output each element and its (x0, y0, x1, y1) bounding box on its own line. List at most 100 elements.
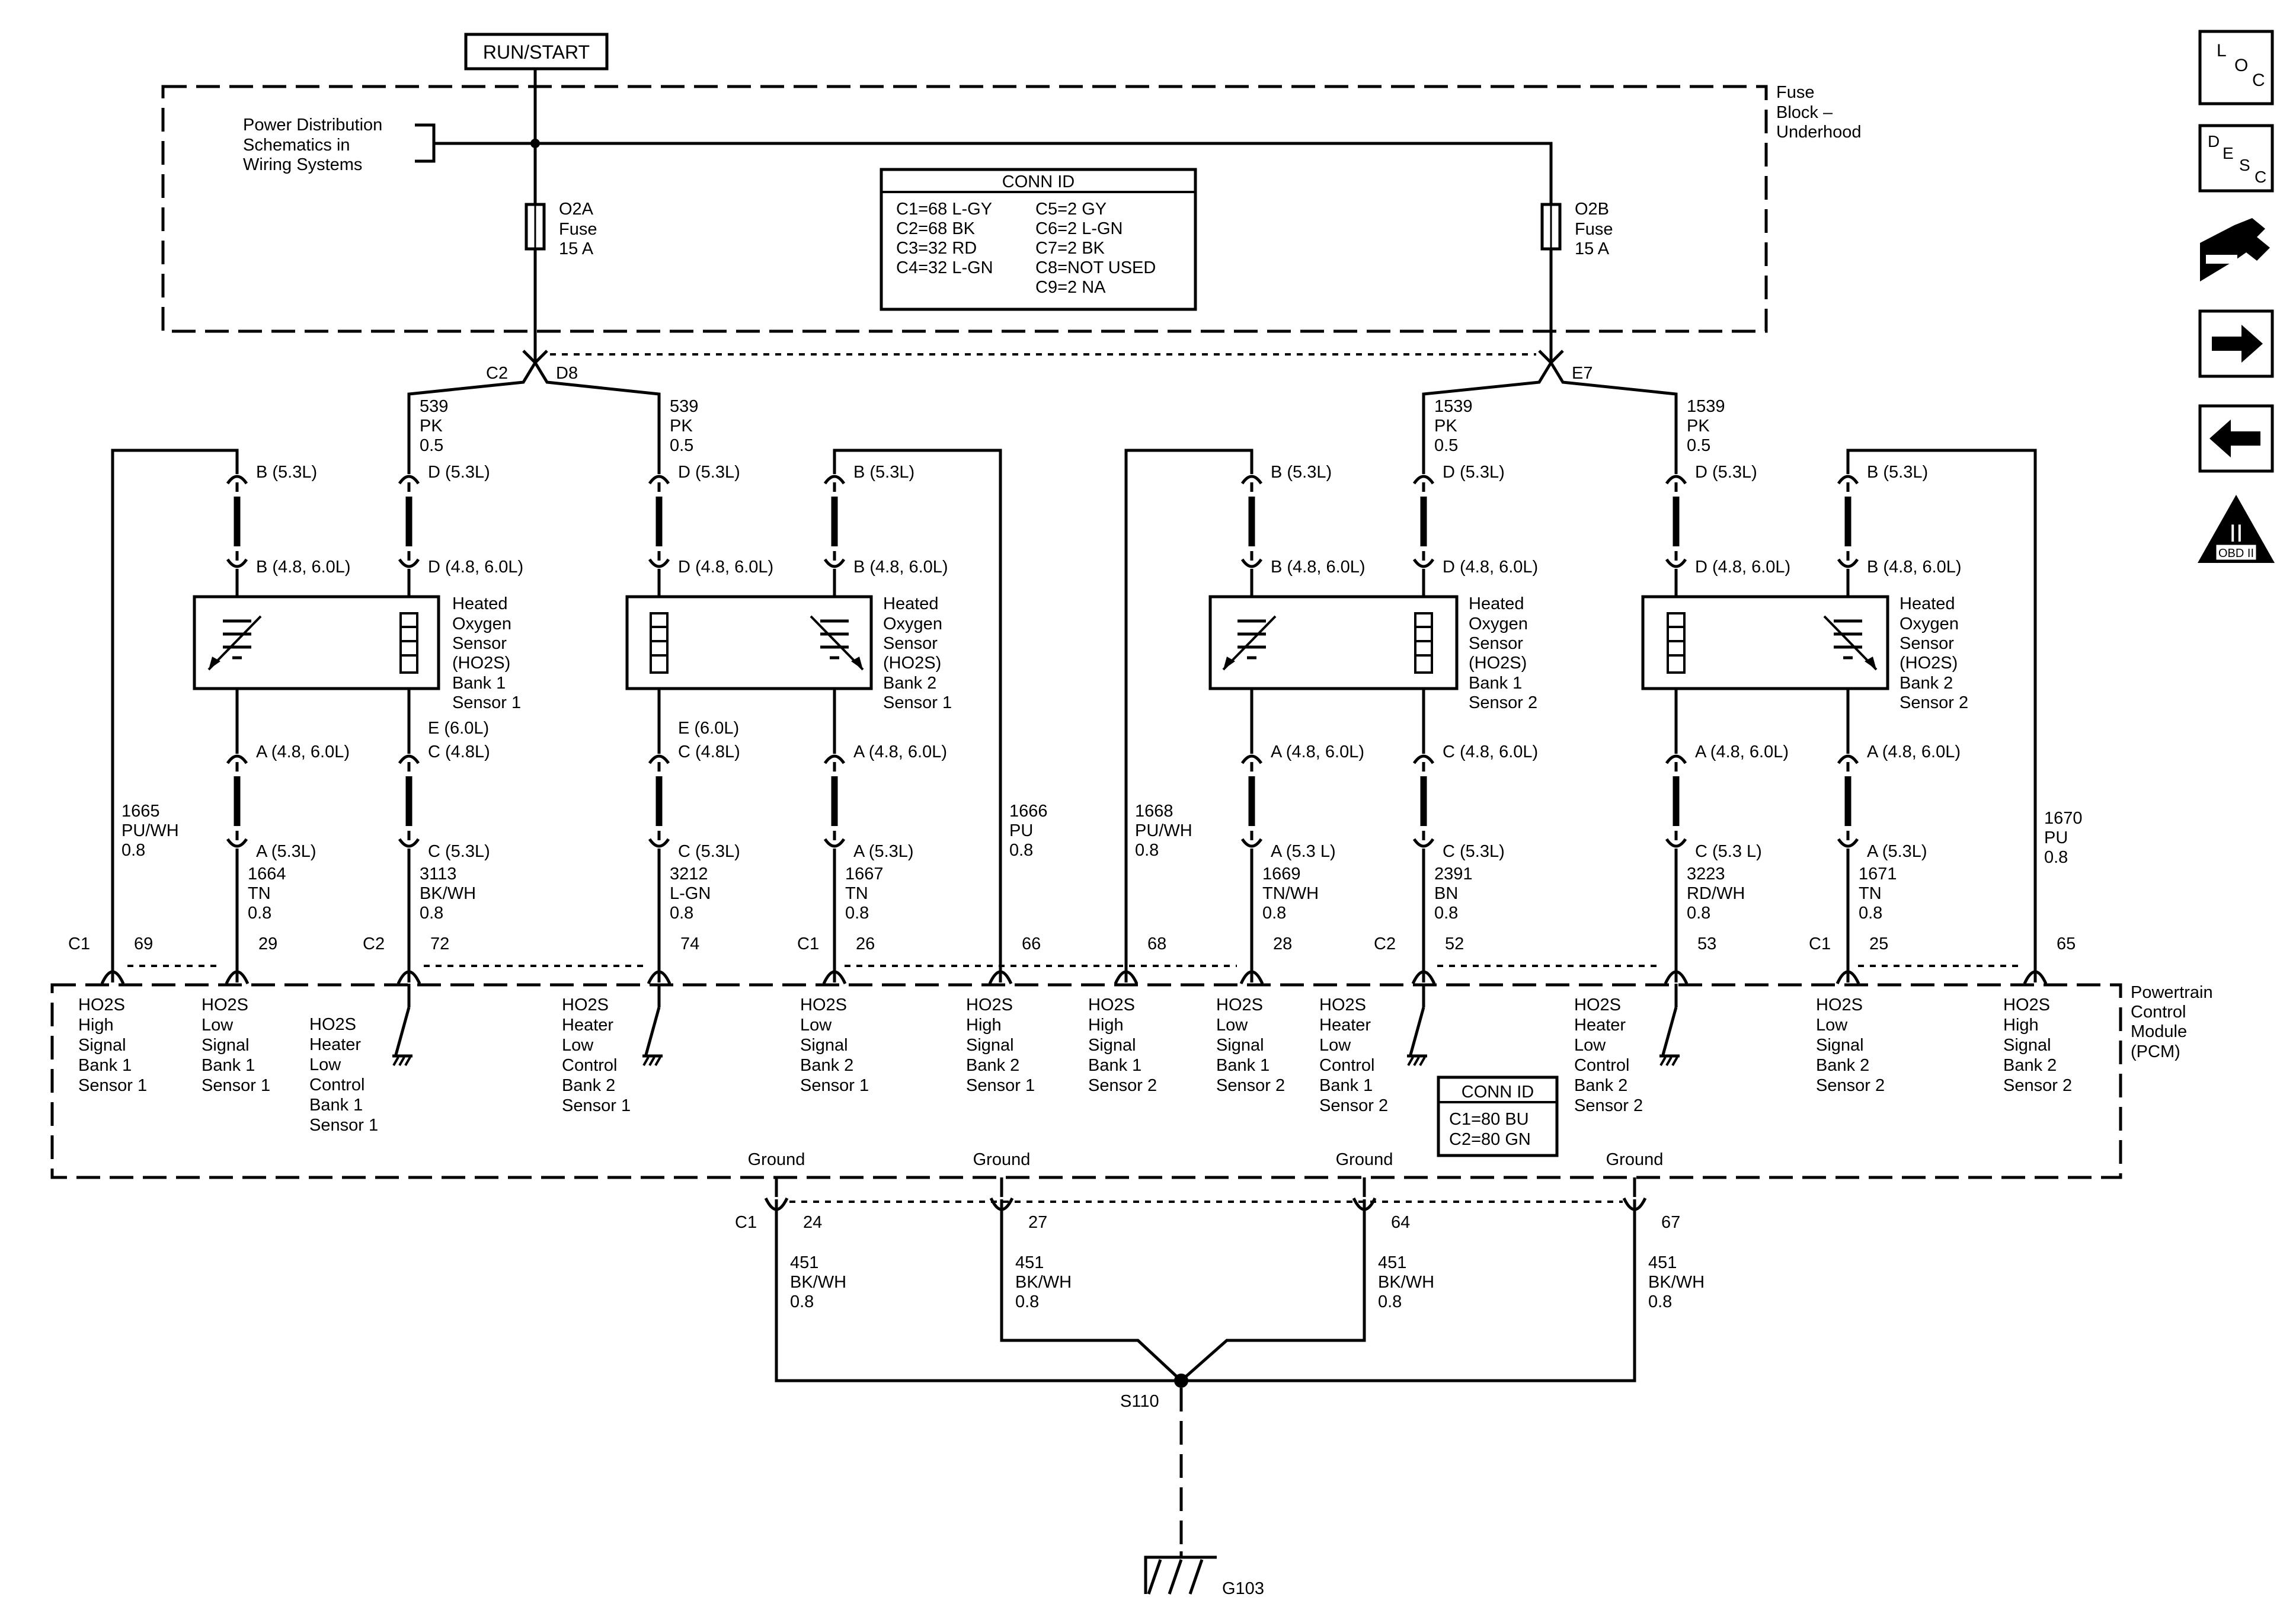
pcm-title: Powertrain Control Module (PCM) (2131, 983, 2213, 1061)
pcm-function-p52: Low (1319, 1036, 1351, 1055)
pcm-function-p53: Bank 2 (1574, 1076, 1627, 1095)
pcm-function-p26: Low (800, 1016, 832, 1035)
conn-id-fuse-block: CONN ID C1=68 L-GY C2=68 BK C3=32 RD C4=… (880, 168, 1197, 311)
svg-text:C2: C2 (363, 934, 385, 953)
pos-label-sensor-top: D (4.8, 6.0L) (1443, 558, 1538, 577)
svg-text:TN: TN (248, 884, 271, 903)
pcm-function-p25: Low (1816, 1016, 1848, 1035)
connector-cavity-top (1412, 754, 1435, 764)
svg-text:539: 539 (420, 397, 448, 416)
connector-harness-icon[interactable] (2200, 218, 2270, 281)
svg-text:1664: 1664 (248, 865, 286, 884)
pcm-function-p25: Signal (1816, 1036, 1864, 1055)
sensor-box-bank1-sensor2: Heated Oxygen Sensor (HO2S) Bank 1 Senso… (1208, 594, 1537, 712)
svg-text:451: 451 (790, 1253, 818, 1272)
svg-text:0.8: 0.8 (1648, 1292, 1672, 1311)
pcm-function-p66: Sensor 1 (966, 1076, 1035, 1095)
driver-switch (644, 1007, 661, 1055)
heater-element (1667, 612, 1686, 674)
connector-cavity-top (1665, 475, 1687, 485)
sensor-box-bank2-sensor2: Heated Oxygen Sensor (HO2S) Bank 2 Senso… (1641, 594, 1968, 712)
svg-text:Sensor 1: Sensor 1 (452, 693, 521, 712)
svg-text:PU/WH: PU/WH (1135, 821, 1192, 840)
variable-arrow-head (1865, 657, 1876, 670)
svg-text:1668: 1668 (1135, 802, 1173, 821)
connector-cavity-bottom (648, 838, 670, 848)
svg-text:E: E (2223, 144, 2234, 162)
pos-label-sensor-bottom: C (4.8L) (678, 742, 740, 761)
driver-switch (1661, 1007, 1678, 1055)
pos-label-sensor-bottom: A (4.8, 6.0L) (256, 742, 350, 761)
pcm-function-p53: Heater (1574, 1016, 1626, 1035)
pcm-function-p29: Signal (202, 1036, 250, 1055)
pos-label-pcm: A (5.3L) (853, 842, 914, 861)
pcm-function-p68: Bank 1 (1088, 1056, 1141, 1075)
svg-text:Powertrain: Powertrain (2131, 983, 2213, 1002)
connector-position-labels: B (5.3L)B (4.8, 6.0L)A (4.8, 6.0L)A (5.3… (256, 463, 1962, 861)
pcm-function-p53: Control (1574, 1056, 1630, 1075)
loc-icon[interactable]: L O C (2198, 30, 2274, 105)
splice-s110-label: S110 (1120, 1392, 1159, 1411)
connector-e7: E7 (1422, 344, 1678, 474)
connector-cavity-top (1665, 754, 1687, 764)
fuse-o2b: O2B Fuse 15 A (1540, 200, 1613, 258)
svg-text:BK/WH: BK/WH (1648, 1273, 1705, 1292)
connector-cavity-bottom (398, 838, 420, 848)
pos-label-sensor-top: D (4.8, 6.0L) (678, 558, 773, 577)
heater-element (650, 612, 669, 674)
ground-harness: S110 (775, 1210, 1636, 1551)
svg-text:Sensor 1: Sensor 1 (883, 693, 952, 712)
svg-text:1539: 1539 (1434, 397, 1473, 416)
pos-label-pcm: C (5.3 L) (1695, 842, 1762, 861)
heater-element (399, 612, 418, 674)
pcm-function-p25: HO2S (1816, 996, 1863, 1014)
connector-cavity-top (1240, 754, 1263, 764)
pcm-function-p69: Bank 1 (78, 1056, 132, 1075)
variable-arrow-head (1223, 657, 1235, 670)
pcm-function-p26: Sensor 1 (800, 1076, 869, 1095)
svg-text:PK: PK (1687, 417, 1710, 436)
svg-text:Sensor 2: Sensor 2 (1900, 693, 1968, 712)
svg-text:Sensor: Sensor (1900, 634, 1954, 653)
svg-text:O: O (2234, 56, 2248, 75)
pcm-function-p69: High (78, 1016, 114, 1035)
ground-g103: G103 (1144, 1551, 1264, 1598)
svg-text:3212: 3212 (670, 865, 708, 884)
pcm-function-p29: Bank 1 (202, 1056, 255, 1075)
pcm-function-p65: High (2003, 1016, 2039, 1035)
pcm-function-p26: HO2S (800, 996, 847, 1014)
svg-text:0.8: 0.8 (248, 904, 271, 923)
svg-text:Heated: Heated (1469, 594, 1524, 613)
pcm-function-p72: Sensor 1 (309, 1116, 378, 1135)
pos-label-sensor-bottom: A (4.8, 6.0L) (853, 742, 947, 761)
variable-arrow-head (851, 657, 863, 670)
svg-text:0.8: 0.8 (1015, 1292, 1039, 1311)
pcm-function-p72: Heater (309, 1035, 361, 1054)
pos-label-top: D (5.3L) (678, 463, 740, 482)
wire-labels: 1665 PU/WH 0.8 1664 TN 0.8 3113 BK/WH 0.… (121, 802, 2083, 923)
svg-text:O2A: O2A (559, 200, 594, 219)
previous-arrow-icon[interactable] (2198, 404, 2274, 473)
pcm-pin-number: 65 (2057, 934, 2076, 953)
pcm-function-p68: High (1088, 1016, 1124, 1035)
fuse-o2a: O2A Fuse 15 A (525, 200, 597, 258)
conn-id-pcm: CONN ID C1=80 BU C2=80 GN (1437, 1076, 1559, 1157)
svg-text:TN/WH: TN/WH (1262, 884, 1319, 903)
svg-text:Module: Module (2131, 1022, 2187, 1041)
pos-label-pcm: A (5.3 L) (1271, 842, 1336, 861)
obd-ii-icon[interactable]: II OBD II (2198, 495, 2275, 563)
svg-text:Wiring Systems: Wiring Systems (243, 155, 362, 174)
svg-text:1539: 1539 (1687, 397, 1725, 416)
svg-text:Oxygen: Oxygen (452, 614, 511, 633)
svg-text:0.8: 0.8 (1135, 841, 1159, 860)
svg-text:(HO2S): (HO2S) (1900, 654, 1958, 673)
pos-label-sensor-top: B (4.8, 6.0L) (853, 558, 948, 577)
svg-text:Heated: Heated (883, 594, 939, 613)
desc-icon[interactable]: D E S C (2198, 124, 2274, 193)
svg-text:451: 451 (1015, 1253, 1044, 1272)
next-arrow-icon[interactable] (2198, 309, 2274, 378)
pcm-function-p72: Control (309, 1076, 365, 1094)
svg-text:0.8: 0.8 (121, 841, 145, 860)
pos-label-sensor-top: B (4.8, 6.0L) (1271, 558, 1366, 577)
